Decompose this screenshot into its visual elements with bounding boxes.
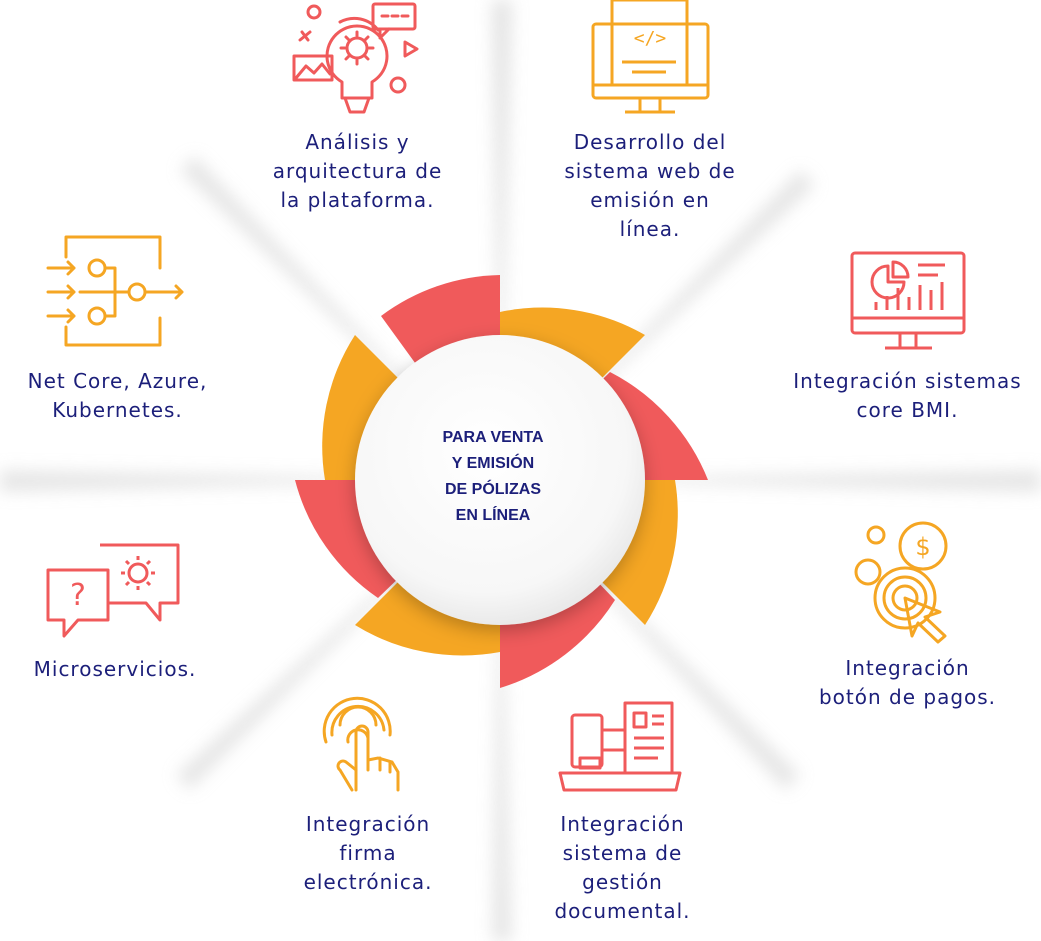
svg-text:?: ? (70, 578, 86, 613)
svg-text:</>: </> (634, 28, 667, 49)
label-analisis: Análisis y arquitectura de la plataforma… (272, 130, 443, 212)
svg-text:$: $ (915, 533, 930, 561)
label-gestion-documental: Integración sistema de gestión documenta… (554, 812, 691, 923)
payment-click-icon: $ (854, 521, 948, 644)
workflow-diagram-icon (46, 235, 184, 347)
label-microservicios: Microservicios. (33, 657, 197, 681)
fingerprint-touch-icon (322, 696, 400, 792)
code-monitor-icon: </> (591, 0, 710, 114)
center-title: PARA VENTA Y EMISIÓN DE PÓLIZAS EN LÍNEA (442, 429, 544, 524)
label-net-core: Net Core, Azure, Kubernetes. (27, 369, 208, 422)
analytics-monitor-icon (850, 251, 966, 350)
chat-support-icon: ? (46, 543, 180, 638)
idea-bulb-icon (292, 2, 419, 114)
document-management-icon (558, 701, 682, 792)
label-desarrollo: Desarrollo del sistema web de emisión en… (564, 130, 736, 241)
label-firma-electronica: Integración firma electrónica. (303, 812, 433, 894)
center-circle (355, 335, 645, 625)
label-core-bmi: Integración sistemas core BMI. (793, 369, 1022, 422)
label-boton-pagos: Integración botón de pagos. (818, 656, 997, 709)
